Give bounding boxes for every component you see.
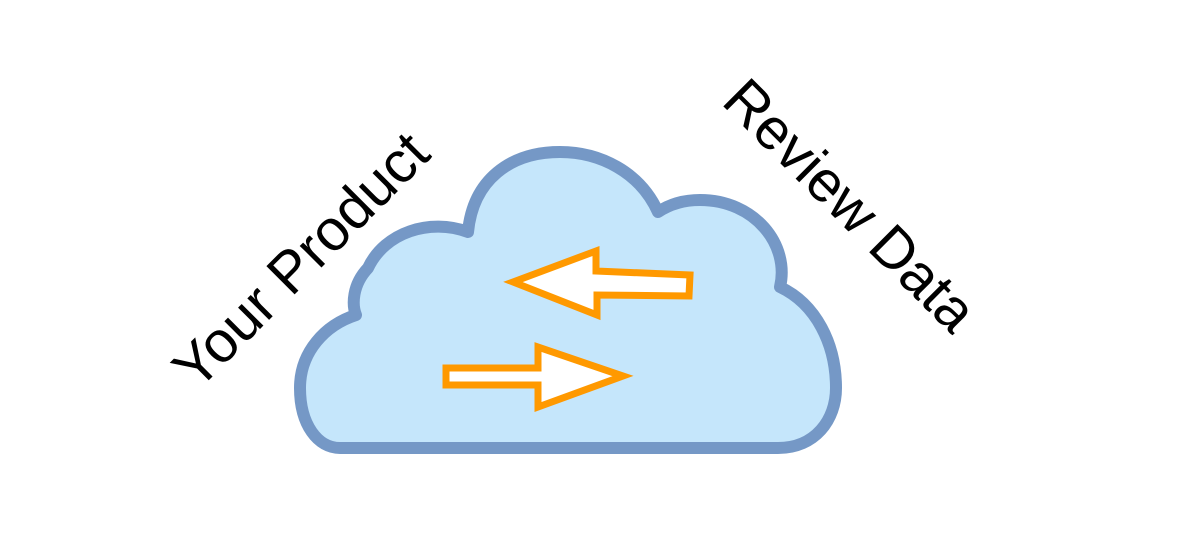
arrow-left-icon: [503, 245, 694, 321]
arrow-right-icon: [442, 342, 634, 413]
